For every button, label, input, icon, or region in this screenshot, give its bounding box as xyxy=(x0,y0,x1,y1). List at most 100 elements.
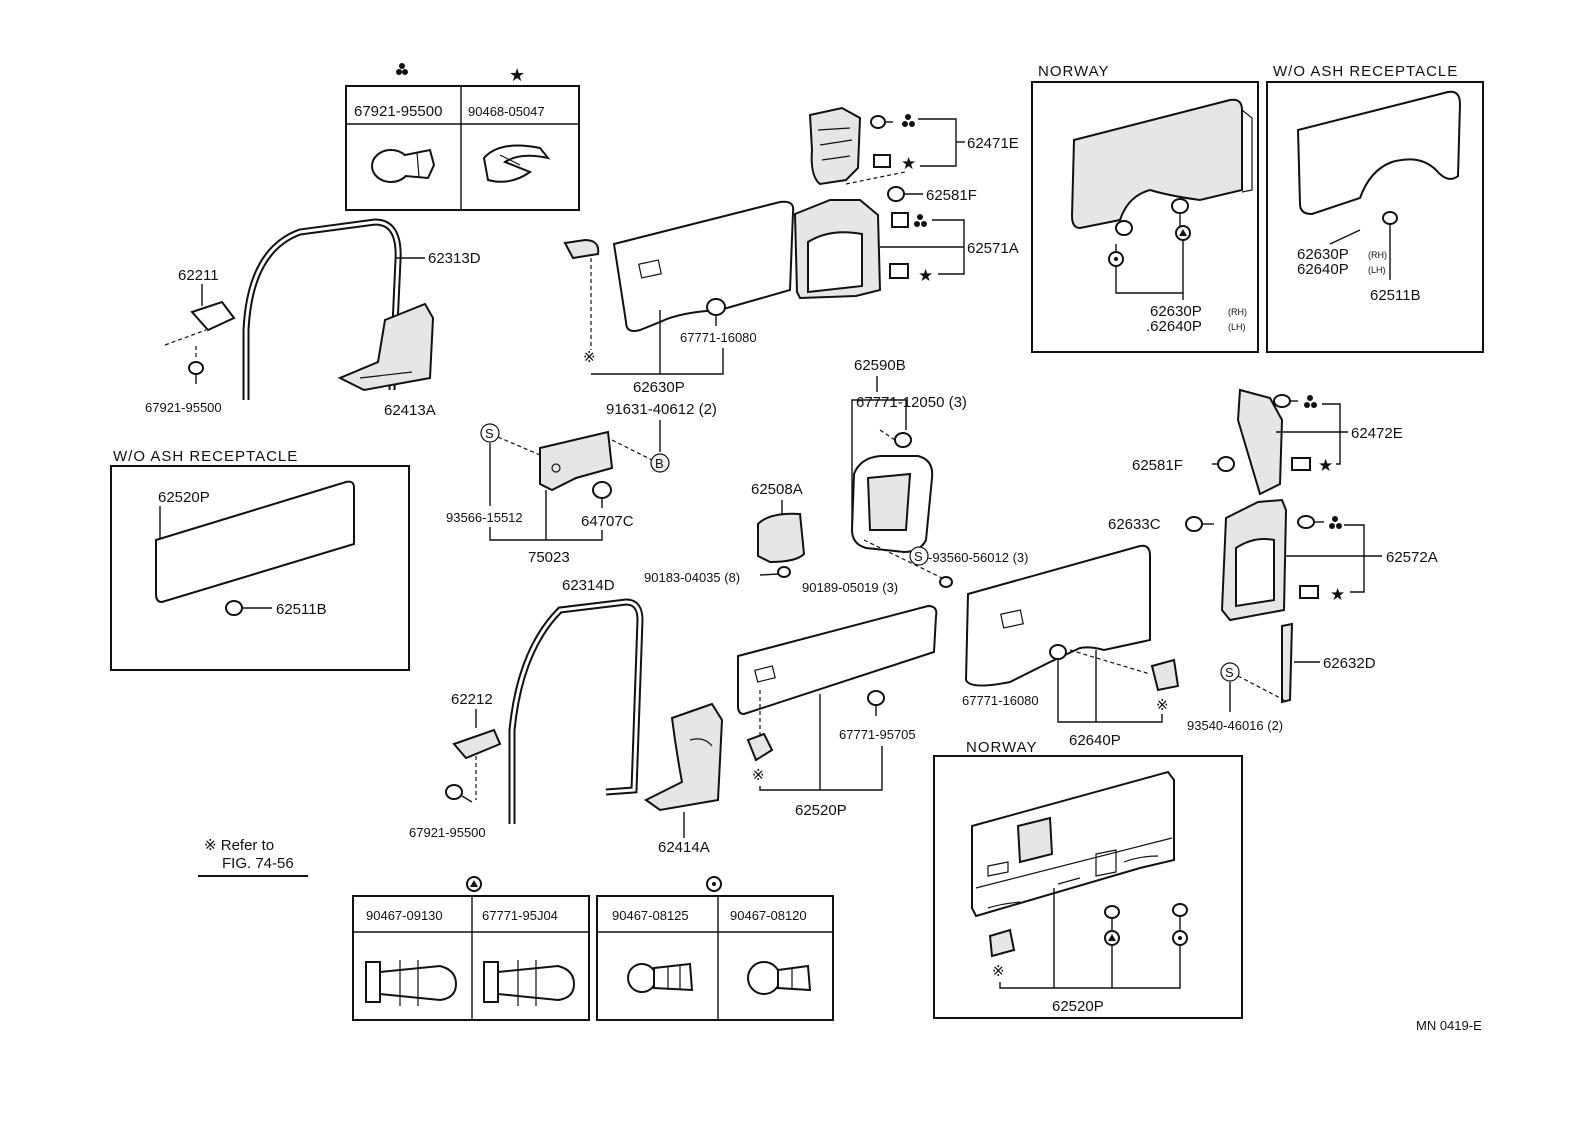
label-62520P-a: 62520P xyxy=(158,489,210,506)
part-75023-bracket xyxy=(539,430,614,492)
legend-bottom-left: 90467-09130 67771-95J04 xyxy=(352,895,590,1021)
label-62581F-a: 62581F xyxy=(926,187,977,204)
three-dot-icon xyxy=(1329,516,1342,529)
label-93560-56012: -93560-56012 (3) xyxy=(928,550,1028,565)
clip-67771-16080-icon xyxy=(706,298,726,326)
clip-star-icon xyxy=(1291,457,1311,471)
norway-box-bottom: NORWAY ※ 62520P xyxy=(933,739,1243,1019)
clip-67771-12050-icon xyxy=(894,432,912,448)
triangle-circle-icon xyxy=(1175,225,1191,241)
clip-three-dot-icon xyxy=(1297,515,1324,529)
label-62630P-norway: 62630P xyxy=(1150,303,1202,320)
label-62640P-main: 62640P xyxy=(1069,732,1121,749)
legend-part-90467-09130: 90467-09130 xyxy=(366,908,443,923)
label-62511B-a: 62511B xyxy=(1370,287,1421,304)
svg-text:S: S xyxy=(1225,665,1234,680)
refer-note-line2: FIG. 74-56 xyxy=(222,855,294,872)
part-62472E-pillar-trim xyxy=(1236,388,1284,496)
star-icon: ★ xyxy=(1330,585,1345,604)
label-62314D: 62314D xyxy=(562,577,615,594)
clip-62633C-icon xyxy=(1185,516,1214,532)
legend-part-90467-08125: 90467-08125 xyxy=(612,908,689,923)
clip-67921-b-icon xyxy=(445,784,473,803)
label-62572A: 62572A xyxy=(1386,549,1438,566)
norway-box-top: NORWAY 62630P (RH) .62640P (LH) xyxy=(1031,63,1259,353)
norway-heading-bottom: NORWAY xyxy=(966,739,1038,756)
part-62212-bracket xyxy=(452,728,502,760)
clip-67771-16080-b-icon xyxy=(1049,644,1067,690)
clip-three-dot-icon xyxy=(1273,394,1298,408)
label-lh-2: (LH) xyxy=(1368,265,1386,275)
label-62590B: 62590B xyxy=(854,357,906,374)
push-clip-icon xyxy=(371,148,436,183)
note-mark-a: ※ xyxy=(583,349,596,366)
legend-top: 67921-95500 90468-05047 xyxy=(345,85,580,211)
label-90189-05019: 90189-05019 (3) xyxy=(802,580,898,595)
label-67771-95705: 67771-95705 xyxy=(839,727,916,742)
circle-dot-icon xyxy=(1108,251,1124,267)
note-mark-b: ※ xyxy=(752,767,765,784)
label-93540-46016: 93540-46016 (2) xyxy=(1187,718,1283,733)
push-rivet-icon xyxy=(627,962,694,993)
svg-text:S: S xyxy=(914,549,923,564)
label-rh-1: (RH) xyxy=(1228,307,1247,317)
circle-dot-icon xyxy=(706,876,722,892)
star-icon: ★ xyxy=(901,154,916,173)
label-62630P-main: 62630P xyxy=(633,379,685,396)
clip-64707C-icon xyxy=(592,481,612,508)
label-67771-12050: 67771-12050 (3) xyxy=(856,394,967,411)
star-icon: ★ xyxy=(918,266,933,285)
part-ash-receptacle xyxy=(563,238,600,260)
part-62414A-trim xyxy=(644,702,724,812)
label-62633C: 62633C xyxy=(1108,516,1161,533)
clip-62581F-b-icon xyxy=(1212,456,1235,472)
legend-part-90467-08120: 90467-08120 xyxy=(730,908,807,923)
legend-part-67771-95J04: 67771-95J04 xyxy=(482,908,558,923)
part-62640P-panel xyxy=(964,544,1151,687)
circle-dot-icon xyxy=(1172,930,1188,946)
clip-90189-icon xyxy=(939,576,953,588)
label-75023: 75023 xyxy=(528,549,570,566)
wo-ash-box-left: W/O ASH RECEPTACLE 62520P 62511B xyxy=(110,448,410,671)
label-62414A: 62414A xyxy=(658,839,710,856)
clip-star-icon xyxy=(1299,585,1319,599)
clip-three-dot-icon xyxy=(870,115,893,129)
label-62632D: 62632D xyxy=(1323,655,1376,672)
label-62571A: 62571A xyxy=(967,240,1019,257)
three-dot-icon xyxy=(396,63,408,75)
diagram-code: MN 0419-E xyxy=(1416,1018,1482,1033)
label-67921-95500-a: 67921-95500 xyxy=(145,400,222,415)
wo-ash-heading-top: W/O ASH RECEPTACLE xyxy=(1273,63,1458,80)
clip-67921-icon xyxy=(188,361,204,384)
spring-clip-icon xyxy=(482,144,551,183)
fir-tree-clip-icon xyxy=(365,960,458,1006)
part-62632D-strip xyxy=(1281,622,1294,704)
three-dot-icon xyxy=(902,114,915,127)
label-67921-95500-b: 67921-95500 xyxy=(409,825,486,840)
clip-67771-95705-icon xyxy=(867,690,885,716)
part-62471E-pillar-trim xyxy=(808,106,862,186)
label-62472E: 62472E xyxy=(1351,425,1403,442)
label-62630P-wo: 62630P xyxy=(1297,246,1349,263)
clip-star-icon xyxy=(873,154,891,168)
legend-bottom-right: 90467-08125 90467-08120 xyxy=(596,895,834,1021)
clip-62511B-icon xyxy=(225,600,272,616)
label-lh-1: (LH) xyxy=(1228,322,1246,332)
label-67771-16080-b: 67771-16080 xyxy=(962,693,1039,708)
label-62520P-b: 62520P xyxy=(795,802,847,819)
fir-tree-clip-icon xyxy=(483,960,576,1006)
label-rh-2: (RH) xyxy=(1368,250,1387,260)
wo-ash-heading-left: W/O ASH RECEPTACLE xyxy=(113,448,298,465)
legend-part-90468-05047: 90468-05047 xyxy=(468,104,545,119)
label-62640P-wo: 62640P xyxy=(1297,261,1349,278)
part-62630P-panel xyxy=(612,200,795,332)
label-62581F-b: 62581F xyxy=(1132,457,1183,474)
norway-heading-top: NORWAY xyxy=(1038,63,1110,80)
push-rivet-icon xyxy=(747,961,812,995)
label-62508A: 62508A xyxy=(751,481,803,498)
legend-part-67921-95500: 67921-95500 xyxy=(354,103,442,120)
label-62471E: 62471E xyxy=(967,135,1019,152)
b-marker-icon: B xyxy=(650,453,670,473)
refer-note-line1: ※ Refer to xyxy=(204,837,274,854)
